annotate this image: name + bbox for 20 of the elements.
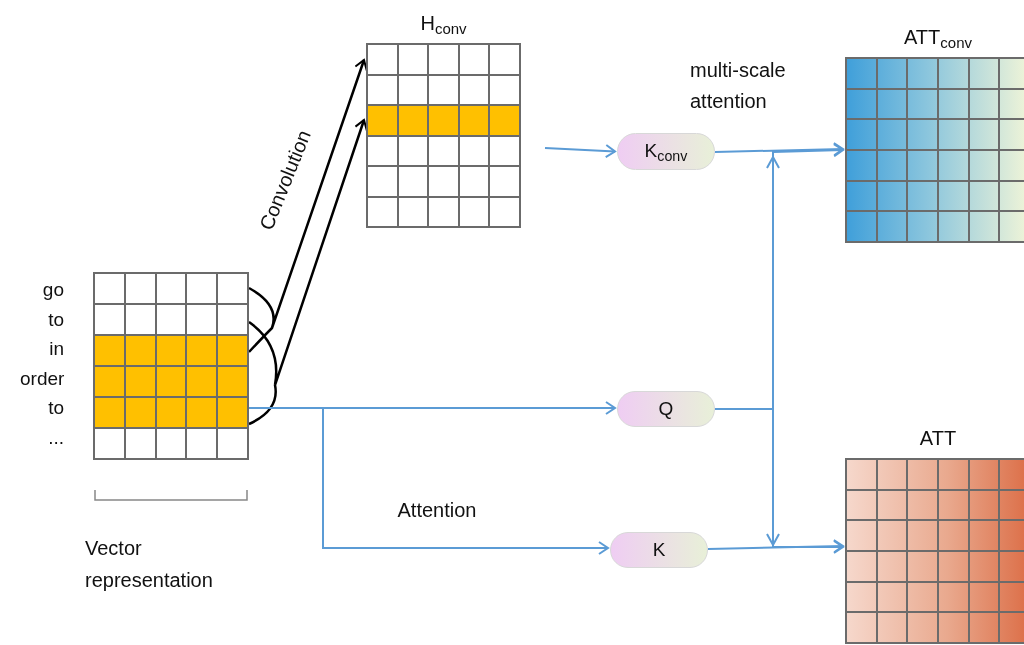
arrow xyxy=(707,539,844,554)
caption: Vector representation xyxy=(85,536,214,593)
arrow xyxy=(247,118,368,426)
key-pill: Q xyxy=(617,391,715,427)
arrow xyxy=(714,408,844,554)
arrow xyxy=(714,142,844,157)
matrix-title: ATT xyxy=(918,426,958,451)
row-label: order xyxy=(20,366,64,391)
arrow xyxy=(544,144,616,159)
arrow xyxy=(247,58,368,354)
row-label: to xyxy=(47,307,64,332)
key-pill: K$_{conv}$ xyxy=(617,133,715,170)
matrix-title: ATT$_{conv}$ xyxy=(903,25,973,53)
row-label: in xyxy=(48,337,64,361)
annotation: multi-scale attention xyxy=(690,58,787,114)
row-label: go xyxy=(41,278,64,302)
matrix-title: H$_{conv}$ xyxy=(419,11,468,39)
key-pill: K xyxy=(610,532,708,568)
row-label: to xyxy=(47,396,64,420)
row-label: ... xyxy=(47,425,64,450)
